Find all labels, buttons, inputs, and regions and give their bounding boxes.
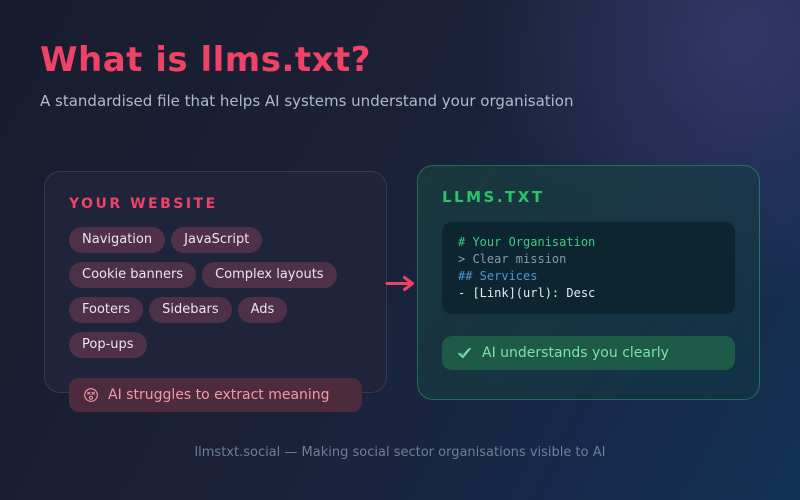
website-pill: Ads: [237, 297, 288, 323]
code-line: - [Link](url): Desc: [458, 286, 596, 300]
page-footer: llmstxt.social — Making social sector or…: [194, 445, 606, 460]
check-icon: [458, 347, 471, 359]
warning-banner: AI struggles to extract meaning: [69, 378, 362, 412]
success-banner: AI understands you clearly: [442, 336, 735, 370]
page-title: What is llms.txt?: [40, 40, 372, 80]
arrow-right-icon: [385, 275, 415, 292]
dizzy-face-icon: [84, 388, 98, 402]
website-pill: Pop-ups: [69, 332, 147, 358]
page-header: What is llms.txt? A standardised file th…: [40, 40, 574, 110]
page-subtitle: A standardised file that helps AI system…: [40, 92, 574, 110]
website-card-heading: YOUR WEBSITE: [69, 196, 218, 212]
llmstxt-card-heading: LLMS.TXT: [442, 188, 545, 206]
code-block: # Your Organisation > Clear mission ## Ser…: [442, 222, 735, 314]
website-pill: Sidebars: [149, 297, 232, 323]
code-line: # Your Organisation: [458, 235, 596, 249]
website-pill: Cookie banners: [69, 262, 197, 288]
website-pill: JavaScript: [171, 227, 263, 253]
warning-text: AI struggles to extract meaning: [108, 387, 330, 403]
llmstxt-card: LLMS.TXT # Your Organisation > Clear miss…: [417, 165, 760, 400]
code-line: > Clear mission: [458, 252, 567, 266]
website-pill: Navigation: [69, 227, 166, 253]
code-line: ## Services: [458, 269, 538, 283]
website-pill: Complex layouts: [202, 262, 337, 288]
success-text: AI understands you clearly: [482, 345, 669, 361]
website-pill: Footers: [69, 297, 144, 323]
